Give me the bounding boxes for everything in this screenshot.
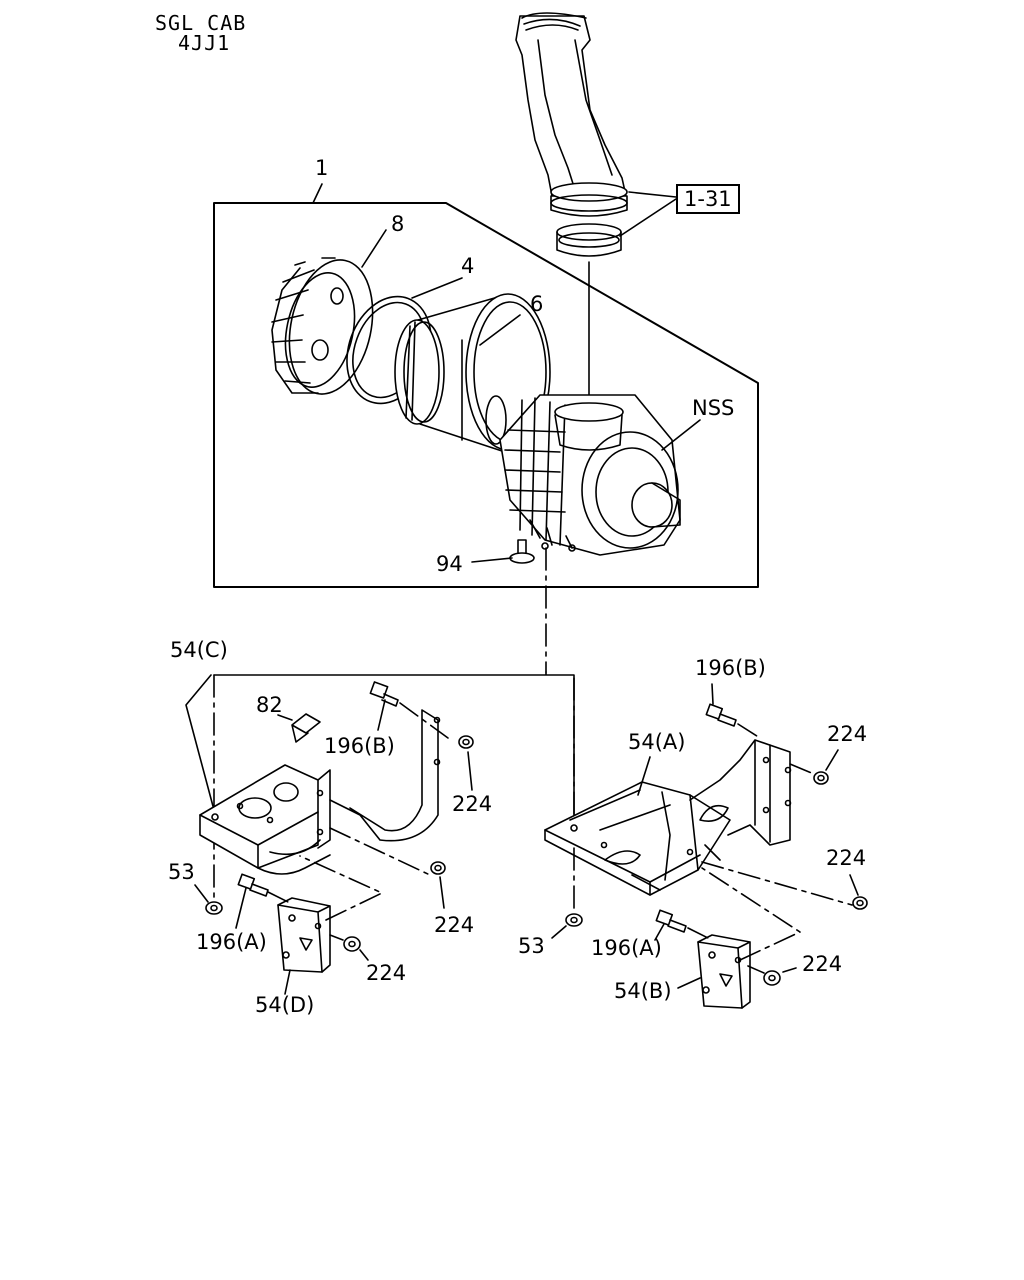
pad-leader	[278, 715, 292, 720]
callout-assembly: 1	[315, 156, 329, 180]
ref-leader	[620, 192, 676, 236]
callout-nut-224-left-low: 224	[366, 961, 407, 985]
bolt-196b-right	[706, 704, 736, 726]
nut-224-right-low	[764, 971, 780, 985]
callout-nut-224-right-low: 224	[802, 952, 843, 976]
callout-pad: 82	[256, 693, 283, 717]
nut-224-left-low	[344, 937, 360, 951]
callout-nss: NSS	[692, 396, 735, 420]
nss-leader	[662, 420, 700, 450]
bracket-c-leader	[186, 675, 214, 810]
bolt-196b-left	[370, 682, 398, 706]
bolt-94	[510, 540, 534, 563]
nut-53-right	[566, 914, 582, 926]
nut-224-right-top	[814, 772, 828, 784]
callout-nut-224-right-top: 224	[827, 722, 868, 746]
intake-duct	[516, 13, 627, 216]
nut-224-right-mid	[853, 897, 867, 909]
bolt94-leader	[472, 558, 512, 562]
nut-53-left	[206, 902, 222, 914]
cleaner-cap	[272, 252, 384, 402]
callout-nut-224-left-mid: 224	[434, 913, 475, 937]
bolt-196a-left	[238, 874, 268, 896]
cap-leader	[362, 230, 386, 267]
callout-bracket-d: 54(D)	[255, 993, 315, 1017]
cleaner-housing	[500, 395, 680, 555]
engine-code-label: 4JJ1	[178, 31, 231, 55]
hose-band	[557, 224, 621, 256]
nut-224-left-top	[459, 736, 473, 748]
callout-ring: 4	[461, 254, 475, 278]
reference-callout[interactable]: 1-31	[676, 184, 740, 214]
callout-bracket-a: 54(A)	[628, 730, 686, 754]
callout-element: 6	[530, 292, 544, 316]
bracket-c	[200, 710, 440, 874]
callout-nut-224-right-mid: 224	[826, 846, 867, 870]
ring-leader	[412, 278, 462, 298]
bolt-196a-right	[656, 910, 686, 932]
callout-bolt-196a-right: 196(A)	[591, 936, 662, 960]
callout-nut-224-left-top: 224	[452, 792, 493, 816]
callout-bolt-94: 94	[436, 552, 463, 576]
callout-nut-53-left: 53	[168, 860, 195, 884]
bracket-a	[545, 740, 791, 895]
callout-bracket-b: 54(B)	[614, 979, 672, 1003]
callout-cap: 8	[391, 212, 405, 236]
callout-bolt-196a-left: 196(A)	[196, 930, 267, 954]
pad-82	[292, 714, 320, 742]
assembly-leader	[313, 184, 322, 203]
callout-bracket-c: 54(C)	[170, 638, 228, 662]
callout-bolt-196b-left: 196(B)	[324, 734, 395, 758]
vehicle-variant-label: SGL CAB	[155, 11, 247, 35]
callout-bolt-196b-right: 196(B)	[695, 656, 766, 680]
bracket-a-leader	[638, 757, 650, 795]
nut-224-left-mid	[431, 862, 445, 874]
assembly-outline	[214, 203, 758, 587]
element-leader	[480, 315, 520, 345]
bracket-b	[698, 935, 750, 1008]
bracket-d	[278, 898, 330, 972]
callout-nut-53-right: 53	[518, 934, 545, 958]
